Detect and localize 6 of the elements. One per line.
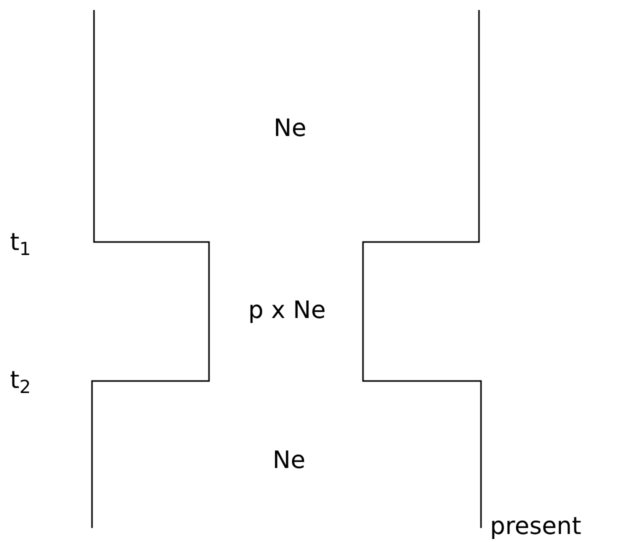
population-size-label: Ne: [272, 445, 306, 476]
population-size-label: p x Ne: [248, 295, 326, 326]
time-label: present: [490, 511, 582, 542]
time-label: t$_{2}$: [10, 365, 31, 396]
population-size-label: Ne: [274, 113, 306, 144]
time-label: t$_{1}$: [10, 227, 31, 258]
